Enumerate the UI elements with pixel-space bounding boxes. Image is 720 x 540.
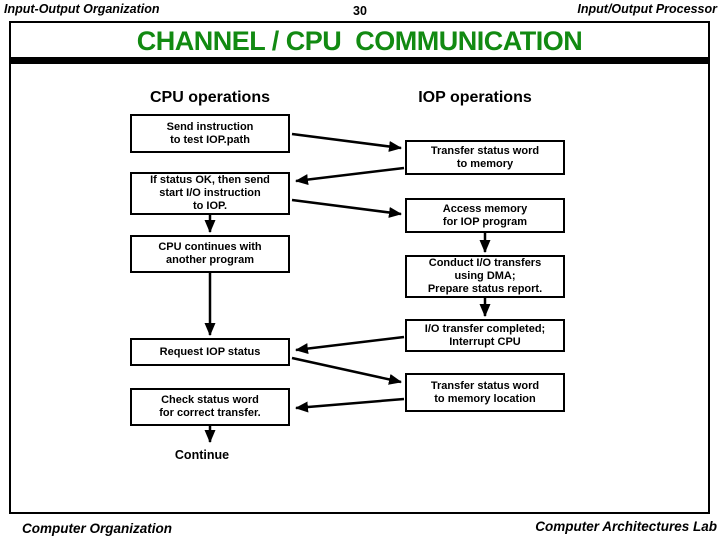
cpu-box-request-status: Request IOP status <box>130 338 290 366</box>
iop-box-transfer-status: Transfer status word to memory <box>405 140 565 175</box>
page-number: 30 <box>353 4 367 18</box>
cpu-box-if-status-ok: If status OK, then send start I/O instru… <box>130 172 290 215</box>
iop-box-transfer-completed: I/O transfer completed; Interrupt CPU <box>405 319 565 352</box>
title-divider-bar <box>9 57 710 64</box>
header-left-label: Input-Output Organization <box>4 2 160 16</box>
iop-box-transfer-to-location: Transfer status word to memory location <box>405 373 565 412</box>
cpu-box-send-instruction: Send instruction to test IOP.path <box>130 114 290 153</box>
continue-label: Continue <box>174 448 230 462</box>
iop-box-access-memory: Access memory for IOP program <box>405 198 565 233</box>
iop-box-conduct-transfers: Conduct I/O transfers using DMA; Prepare… <box>405 255 565 298</box>
cpu-box-continues-program: CPU continues with another program <box>130 235 290 273</box>
header-right-label: Input/Output Processor <box>577 2 717 16</box>
cpu-column-heading: CPU operations <box>149 89 270 106</box>
footer-left-label: Computer Organization <box>22 521 173 536</box>
slide-border-frame <box>9 21 710 514</box>
footer-right-label: Computer Architectures Lab <box>535 519 717 534</box>
cpu-box-check-status: Check status word for correct transfer. <box>130 388 290 426</box>
iop-column-heading: IOP operations <box>418 89 532 106</box>
slide-title: CHANNEL / CPU COMMUNICATION <box>136 26 583 56</box>
